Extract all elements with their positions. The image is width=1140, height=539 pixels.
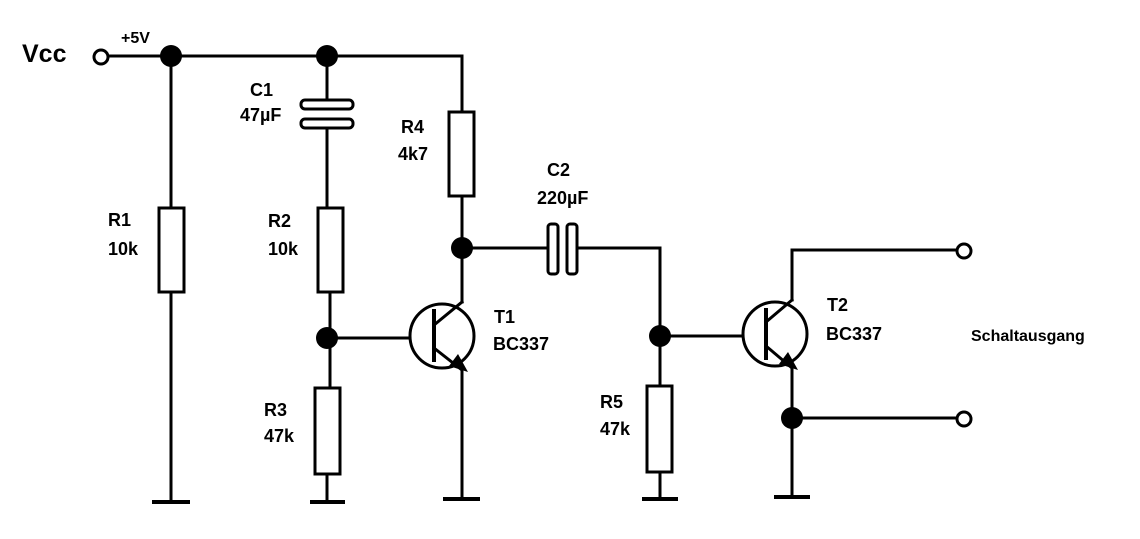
vcc-terminal[interactable] [92, 48, 110, 66]
c2-ref-label: C2 [547, 160, 570, 180]
r5-ref-label: R5 [600, 392, 623, 412]
divider-branch: C1 47µF R2 10k R3 47k [240, 54, 416, 504]
r1-resistor [157, 206, 186, 294]
r5-value-label: 47k [600, 419, 631, 439]
output-terminal-bottom[interactable] [955, 410, 973, 428]
t2-transistor [741, 297, 809, 371]
r2-resistor [316, 206, 345, 294]
r2-value-label: 10k [268, 239, 299, 259]
t1-stage: R4 4k7 T1 BC337 [398, 110, 549, 501]
r3-value-label: 47k [264, 426, 295, 446]
r1-branch: R1 10k [108, 54, 190, 504]
c2-coupling: C2 220µF [460, 160, 662, 276]
r4-value-label: 4k7 [398, 144, 428, 164]
junction-dots [160, 45, 803, 429]
t2-value-label: BC337 [826, 324, 882, 344]
r4-ref-label: R4 [401, 117, 424, 137]
junction-dot [451, 237, 473, 259]
supply-voltage-label: +5V [121, 30, 150, 47]
supply-rail: Vcc +5V [22, 30, 464, 114]
r1-value-label: 10k [108, 239, 139, 259]
junction-dot [316, 45, 338, 67]
vcc-label: Vcc [22, 40, 67, 68]
junction-dot [160, 45, 182, 67]
junction-dot [316, 327, 338, 349]
c1-ref-label: C1 [250, 80, 273, 100]
c1-plate-top [299, 98, 355, 111]
t2-ref-label: T2 [827, 295, 848, 315]
junction-dot [781, 407, 803, 429]
output-terminals: Schaltausgang [955, 242, 1085, 428]
c2-plate-left [546, 222, 560, 276]
t1-transistor [408, 299, 476, 373]
t2-stage: R5 47k T2 BC337 [600, 246, 959, 501]
t1-ref-label: T1 [494, 307, 515, 327]
output-label: Schaltausgang [971, 328, 1085, 345]
output-terminal-top[interactable] [955, 242, 973, 260]
r3-ref-label: R3 [264, 400, 287, 420]
t1-value-label: BC337 [493, 334, 549, 354]
r5-resistor [645, 384, 674, 474]
junction-dot [649, 325, 671, 347]
r4-resistor [447, 110, 476, 198]
c1-value-label: 47µF [240, 105, 281, 125]
r1-ref-label: R1 [108, 210, 131, 230]
c2-value-label: 220µF [537, 188, 588, 208]
r3-resistor [313, 386, 342, 476]
r2-ref-label: R2 [268, 211, 291, 231]
